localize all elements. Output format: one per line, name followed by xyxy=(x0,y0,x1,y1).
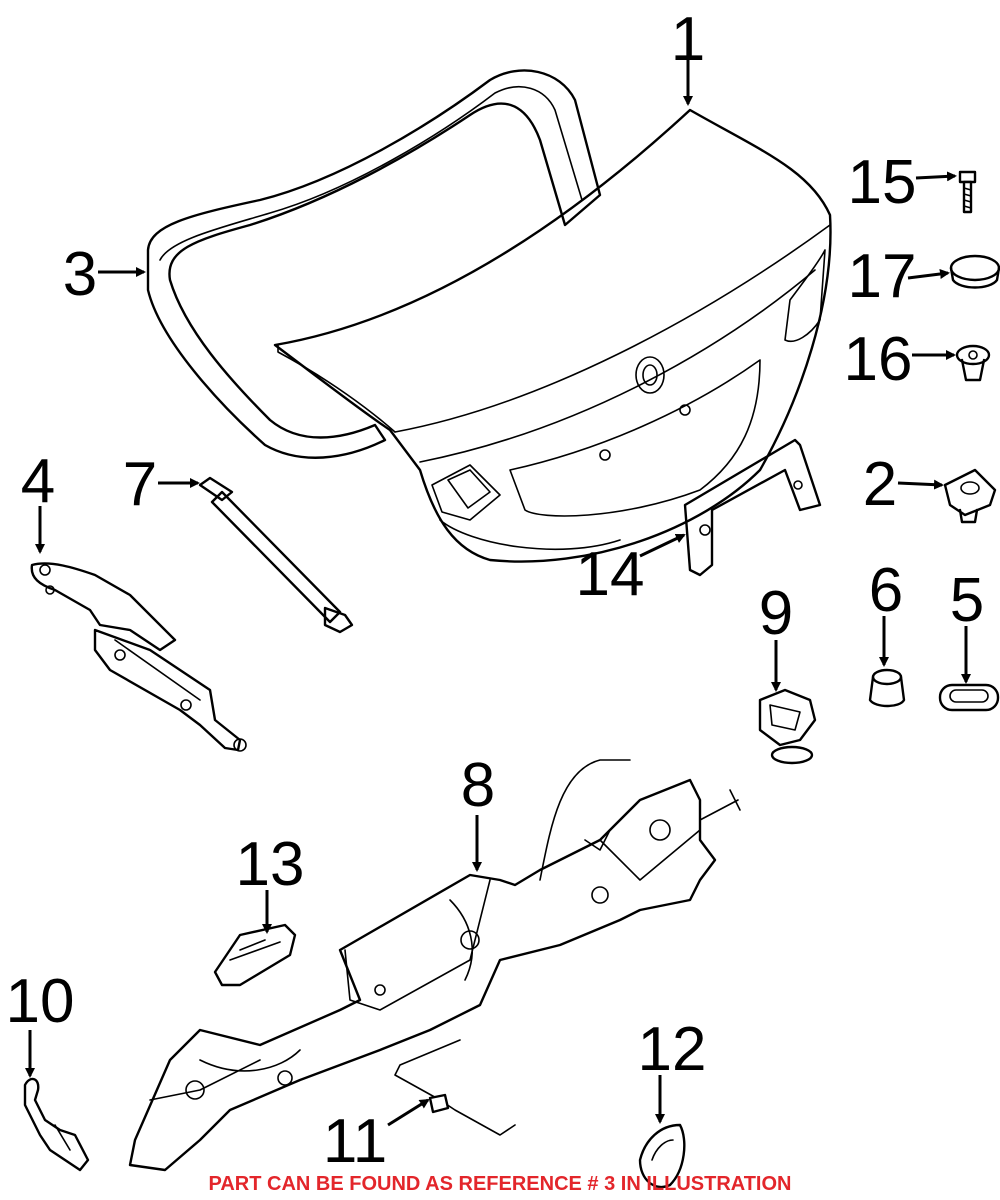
callout-7: 7 xyxy=(123,450,157,519)
callout-3: 3 xyxy=(63,240,97,309)
callout-1: 1 xyxy=(671,5,705,74)
arrow-11 xyxy=(387,1098,430,1127)
callout-12: 12 xyxy=(638,1015,707,1084)
wiring-part xyxy=(394,1039,516,1136)
lock-cylinder-part xyxy=(758,688,817,765)
plug-part xyxy=(949,254,1000,289)
grommet-part xyxy=(938,683,1000,712)
clip-part xyxy=(955,344,991,382)
callout-4: 4 xyxy=(21,447,55,516)
callout-11: 11 xyxy=(323,1107,387,1176)
callout-2: 2 xyxy=(863,450,897,519)
arrow-14 xyxy=(639,533,686,558)
handle-part xyxy=(213,923,297,987)
callout-14: 14 xyxy=(576,540,645,609)
bolt-part xyxy=(958,170,977,214)
trunk-lid-part xyxy=(273,108,832,563)
callout-9: 9 xyxy=(759,579,793,648)
cover-part xyxy=(638,1123,686,1189)
bump-stop-part xyxy=(868,668,906,708)
callout-15: 15 xyxy=(848,148,917,217)
gas-strut-part xyxy=(198,476,354,634)
reference-note: PART CAN BE FOUND AS REFERENCE # 3 IN IL… xyxy=(209,1173,792,1195)
trunk-seal-part xyxy=(146,69,602,459)
callout-16: 16 xyxy=(844,325,913,394)
arrow-17 xyxy=(907,269,950,280)
bracket-part xyxy=(683,438,822,577)
callout-13: 13 xyxy=(236,830,305,899)
leader-arrows xyxy=(25,60,971,1127)
mount-part xyxy=(943,468,997,524)
hinge-part xyxy=(30,562,247,752)
callout-5: 5 xyxy=(950,566,984,635)
callout-10: 10 xyxy=(6,967,75,1036)
cable-part xyxy=(23,1077,90,1172)
arrow-15 xyxy=(915,171,957,182)
arrow-2 xyxy=(897,479,944,490)
callout-17: 17 xyxy=(848,242,917,311)
callout-8: 8 xyxy=(461,751,495,820)
callout-labels: 1 3 15 17 16 2 4 7 14 6 5 9 8 13 10 11 1… xyxy=(6,5,985,1176)
latch-module-part xyxy=(128,759,741,1172)
callout-6: 6 xyxy=(869,556,903,625)
